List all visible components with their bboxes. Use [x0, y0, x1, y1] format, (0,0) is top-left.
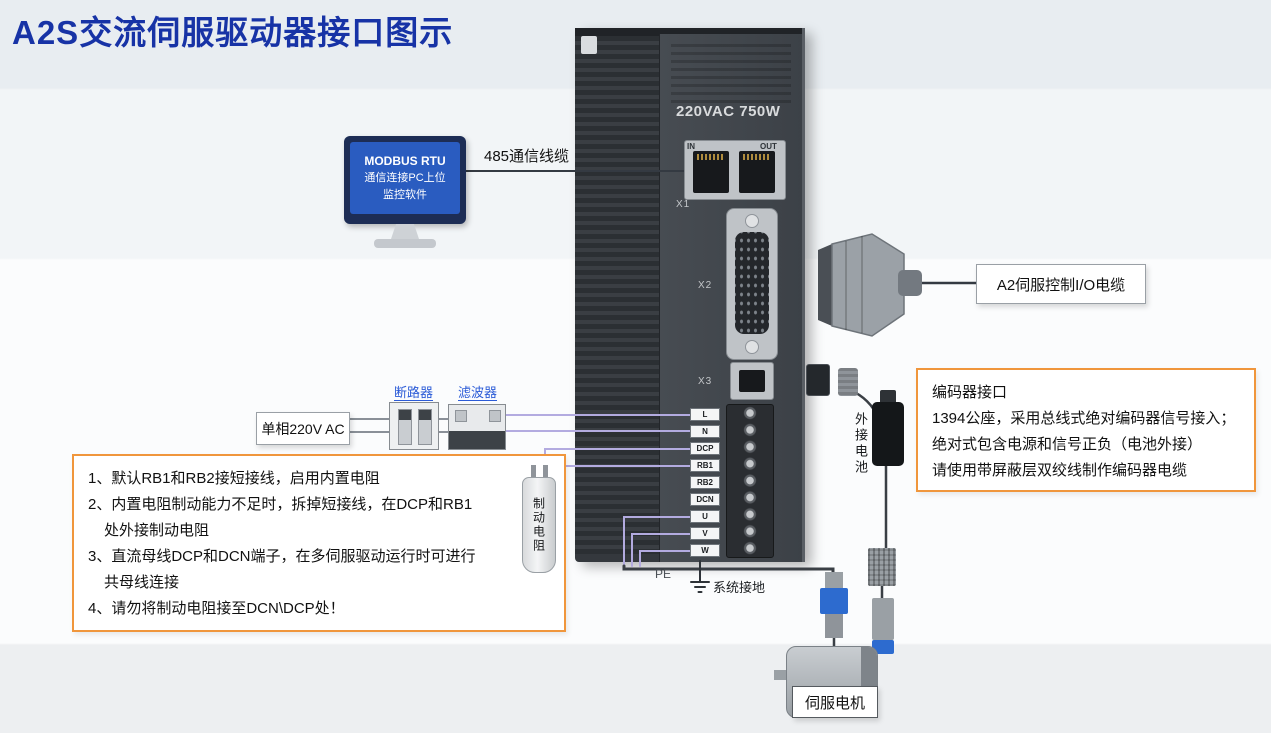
- rj45-pins-out: [743, 154, 771, 160]
- breaker-pole-1: [398, 409, 412, 445]
- encoder-line-1: 编码器接口: [932, 384, 1008, 401]
- terminal-label-rb2: RB2: [690, 476, 720, 489]
- port-out-label: OUT: [760, 142, 777, 151]
- note-line-2: 2、内置电阻制动能力不足时，拆掉短接线，在DCP和RB1: [88, 496, 473, 513]
- rj45-port-out: [739, 151, 775, 193]
- breaker-label: 断路器: [394, 385, 434, 400]
- comm-cable-label: 485通信线缆: [484, 148, 570, 165]
- filter-terminal-1: [455, 410, 467, 422]
- note-line-1: 1、默认RB1和RB2接短接线，启用内置电阻: [88, 470, 380, 487]
- monitor-line-3: 监控软件: [383, 189, 427, 201]
- monitor-line-2: 通信连接PC上位: [364, 172, 446, 184]
- x3-label: X3: [698, 376, 713, 387]
- db25-screw-bottom: [745, 340, 759, 354]
- drive-edge-highlight: [802, 28, 805, 562]
- note-line-4: 4、请勿将制动电阻接至DCN\DCP处！: [88, 600, 345, 617]
- breaker-pole-2: [418, 409, 432, 445]
- terminal-label-l: L: [690, 408, 720, 421]
- w-line: [639, 550, 692, 567]
- terminal-label-dcn: DCN: [690, 493, 720, 506]
- power-source-box: 单相220V AC: [256, 412, 350, 445]
- monitor-line-1: MODBUS RTU: [364, 154, 446, 168]
- x3-connector: [730, 362, 774, 400]
- ground-symbol: [690, 581, 710, 593]
- x2-label: X2: [698, 280, 713, 291]
- drive-rating-label: 220VAC 750W: [676, 103, 781, 120]
- terminal-label-n: N: [690, 425, 720, 438]
- motor-connector-tail: [825, 614, 843, 638]
- pe-label: PE: [655, 567, 672, 581]
- battery-connector-tab: [880, 390, 896, 404]
- note-line-3: 3、直流母线DCP和DCN端子，在多伺服驱动运行时可进行: [88, 548, 476, 565]
- db25-connector: [726, 208, 778, 360]
- port-in-label: IN: [687, 142, 695, 151]
- filter-body-band: [449, 431, 505, 449]
- encoder-connector-top: [868, 548, 896, 586]
- rj45-port-in: [693, 151, 729, 193]
- terminal-label-dcp: DCP: [690, 442, 720, 455]
- terminal-block: [726, 404, 774, 558]
- encoder-connector-tip: [872, 640, 894, 654]
- encoder-info-box: 编码器接口 1394公座，采用总线式绝对编码器信号接入； 绝对式包含电源和信号正…: [916, 368, 1256, 492]
- pc-monitor: MODBUS RTU 通信连接PC上位 监控软件: [344, 136, 466, 224]
- brake-resistor-pin-1: [531, 465, 536, 478]
- motor-connector-cap: [825, 572, 843, 588]
- terminal-label-u: U: [690, 510, 720, 523]
- external-battery: [872, 402, 904, 466]
- drive-top-strip: [575, 28, 805, 36]
- encoder-plug-a: [806, 364, 830, 396]
- io-plug: [818, 233, 922, 337]
- motor-label-box: 伺服电机: [792, 686, 878, 718]
- rj45-bezel: [684, 140, 786, 200]
- filter-unit: [448, 404, 506, 450]
- notes-box: 1、默认RB1和RB2接短接线，启用内置电阻 2、内置电阻制动能力不足时，拆掉短…: [72, 454, 566, 632]
- monitor-screen: MODBUS RTU 通信连接PC上位 监控软件: [350, 142, 460, 214]
- brake-resistor-label: 制动电阻: [531, 497, 546, 553]
- encoder-line-3: 绝对式包含电源和信号正负（电池外接）: [932, 436, 1203, 453]
- note-line-2b: 处外接制动电阻: [104, 522, 210, 539]
- x1-label: X1: [676, 199, 691, 210]
- motor-connector-body: [820, 588, 848, 614]
- terminal-label-w: W: [690, 544, 720, 557]
- motor-cable: [622, 564, 835, 576]
- v-line: [631, 533, 692, 567]
- u-line: [623, 516, 692, 567]
- system-ground-label: 系统接地: [713, 580, 766, 595]
- db25-screw-top: [745, 214, 759, 228]
- monitor-base: [374, 239, 436, 248]
- page-title: A2S交流伺服驱动器接口图示: [12, 14, 454, 51]
- db25-pin-field: [735, 232, 769, 334]
- brake-resistor-pin-2: [543, 465, 548, 478]
- motor-shaft: [774, 670, 788, 680]
- encoder-connector-body: [872, 598, 894, 640]
- battery-label: 外接电池: [853, 412, 868, 476]
- encoder-line-2: 1394公座，采用总线式绝对编码器信号接入；: [932, 410, 1236, 427]
- drive-side-vents: [575, 36, 659, 554]
- filter-terminal-2: [489, 410, 501, 422]
- filter-label: 滤波器: [458, 385, 498, 400]
- terminal-label-v: V: [690, 527, 720, 540]
- drive-face-vents: [671, 44, 791, 106]
- brake-resistor: 制动电阻: [522, 477, 556, 573]
- encoder-line-4: 请使用带屏蔽层双绞线制作编码器电缆: [932, 462, 1188, 479]
- note-line-3b: 共母线连接: [104, 574, 180, 591]
- io-cable-label-box: A2伺服控制I/O电缆: [976, 264, 1146, 304]
- breaker-unit: [389, 402, 439, 450]
- rj45-pins-in: [697, 154, 725, 160]
- dcp-line: [544, 448, 692, 468]
- terminal-label-rb1: RB1: [690, 459, 720, 472]
- monitor-neck: [391, 224, 419, 239]
- encoder-plug-b: [838, 368, 858, 396]
- breaker-toggle-2: [419, 410, 431, 420]
- breaker-toggle-1: [399, 410, 411, 420]
- x3-socket: [739, 370, 765, 392]
- drive-mount-tab: [581, 36, 597, 54]
